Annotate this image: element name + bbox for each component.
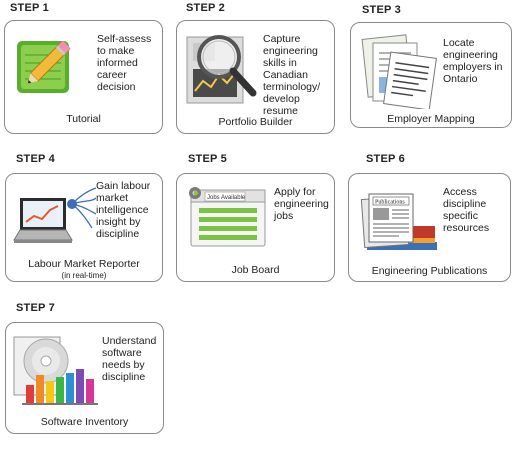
laptop-chart-icon — [12, 184, 97, 248]
jobs-available-label: Jobs Available — [207, 195, 246, 201]
publications-icon: Publications — [359, 186, 439, 254]
magnifier-portfolio-icon — [183, 29, 259, 109]
software-inventory-title: Software Inventory — [40, 416, 129, 428]
software-inventory-card[interactable]: Understand software needs by discipline … — [5, 322, 164, 434]
employer-mapping-card[interactable]: Locate engineering employers in Ontario … — [350, 22, 512, 128]
portfolio-builder-description: Capture engineering skills in Canadian t… — [263, 33, 321, 117]
step-4-label: STEP 4 — [16, 153, 55, 165]
software-disc-chart-icon — [12, 331, 102, 407]
step-3-label: STEP 3 — [362, 4, 401, 16]
step-2-label: STEP 2 — [186, 2, 225, 14]
tutorial-card[interactable]: Self-assess to make informed career deci… — [4, 20, 163, 134]
publications-paper-label: Publications — [375, 200, 405, 206]
job-board-description: Apply for engineering jobs — [274, 186, 329, 222]
step-5-label: STEP 5 — [188, 153, 227, 165]
step-7-label: STEP 7 — [16, 302, 55, 314]
step-6-label: STEP 6 — [366, 153, 405, 165]
employer-mapping-title: Employer Mapping — [387, 113, 475, 125]
employer-mapping-description: Locate engineering employers in Ontario — [443, 37, 503, 85]
pencil-notepad-icon — [13, 29, 81, 99]
software-inventory-description: Understand software needs by discipline — [102, 335, 157, 383]
labour-market-reporter-description: Gain labour market intelligence insight … — [96, 180, 151, 240]
job-board-title: Job Board — [231, 264, 280, 276]
engineering-publications-title: Engineering Publications — [371, 265, 488, 277]
labour-market-reporter-title: Labour Market Reporter — [28, 258, 140, 270]
engineering-publications-description: Access discipline specific resources — [443, 186, 490, 234]
portfolio-builder-title: Portfolio Builder — [218, 116, 293, 128]
portfolio-builder-card[interactable]: Capture engineering skills in Canadian t… — [176, 20, 335, 134]
documents-icon — [359, 31, 439, 111]
labour-market-reporter-subtitle: (in real-time) — [61, 271, 107, 280]
tutorial-description: Self-assess to make informed career deci… — [97, 33, 152, 93]
engineering-publications-card[interactable]: Publications Access discipline specific … — [348, 173, 511, 282]
step-1-label: STEP 1 — [10, 2, 49, 14]
tutorial-title: Tutorial — [66, 113, 101, 125]
job-board-card[interactable]: Jobs Available Apply for engineering job… — [176, 173, 335, 282]
labour-market-reporter-card[interactable]: Gain labour market intelligence insight … — [5, 173, 163, 282]
jobs-window-icon: Jobs Available — [187, 186, 269, 250]
